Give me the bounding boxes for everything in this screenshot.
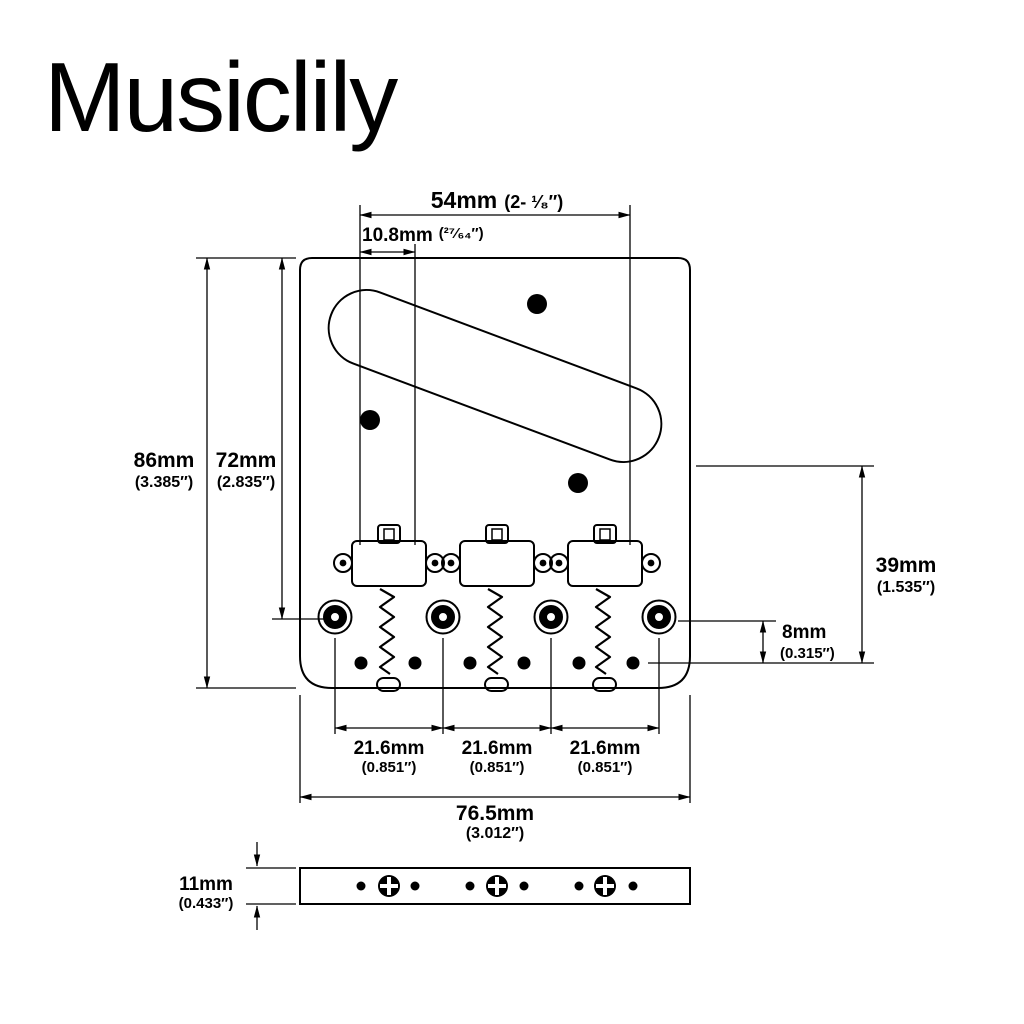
dim-76.5mm-inch-label: (3.012″): [466, 825, 524, 842]
saddle-assembly: [332, 523, 446, 693]
dim-39mm-inch-label: (1.535″): [877, 579, 935, 596]
dim-string-spacing: 10.8mm(²⁷⁄₆₄″): [359, 225, 484, 545]
bridge-plate-outline: [299, 257, 691, 689]
dim-10.8mm-label: 10.8mm(²⁷⁄₆₄″): [362, 225, 484, 246]
dim-21.6mm-label-3: 21.6mm: [570, 738, 641, 759]
dim-72mm-inch-label: (2.835″): [217, 474, 275, 491]
dim-72mm-label: 72mm: [216, 449, 277, 472]
dim-39mm-label: 39mm: [876, 554, 937, 577]
dim-mount-hole-length: 72mm (2.835″): [216, 257, 326, 620]
dim-rear-height: 39mm (1.535″): [648, 465, 937, 664]
dim-11mm-inch-label: (0.433″): [179, 895, 234, 912]
dim-side-height: 11mm (0.433″): [179, 842, 296, 930]
brand-logo: Musiclily: [44, 42, 398, 152]
dim-hole-row-offset: 8mm (0.315″): [678, 620, 835, 664]
side-view-string-holes: [356, 881, 638, 891]
dim-overall-width: 76.5mm (3.012″): [299, 695, 691, 842]
saddle-assembly: [548, 523, 662, 693]
side-view-phillips-screws: [378, 875, 616, 897]
dim-21.6mm-inch-label-2: (0.851″): [470, 759, 525, 776]
side-view-outline: [299, 867, 691, 905]
bridge-plate-top-view: [299, 257, 691, 693]
dim-21.6mm-label-1: 21.6mm: [354, 738, 425, 759]
dim-saddle-screw-span: 54mm(2- ¹⁄₈″): [359, 187, 631, 545]
mounting-holes: [317, 599, 677, 635]
bridge-plate-side-view: [299, 867, 691, 905]
dim-21.6mm-inch-label-3: (0.851″): [578, 759, 633, 776]
pickup-cavity: [327, 289, 663, 463]
dim-saddle-spacings: 21.6mm (0.851″) 21.6mm (0.851″) 21.6mm (…: [334, 638, 660, 776]
dim-21.6mm-inch-label-1: (0.851″): [362, 759, 417, 776]
plate-screw-hole: [527, 294, 547, 314]
dim-54mm-label: 54mm(2- ¹⁄₈″): [431, 187, 564, 213]
plate-screw-hole: [568, 473, 588, 493]
dim-overall-length: 86mm (3.385″): [134, 257, 296, 689]
dim-21.6mm-label-2: 21.6mm: [462, 738, 533, 759]
dim-8mm-label: 8mm: [782, 622, 826, 643]
dim-86mm-inch-label: (3.385″): [135, 474, 193, 491]
saddle-assembly: [440, 523, 554, 693]
dim-76.5mm-label: 76.5mm: [456, 802, 534, 825]
plate-screw-hole: [360, 410, 380, 430]
dim-86mm-label: 86mm: [134, 449, 195, 472]
dim-8mm-inch-label: (0.315″): [780, 645, 835, 662]
string-holes: [354, 656, 640, 670]
dim-11mm-label: 11mm: [179, 874, 233, 895]
